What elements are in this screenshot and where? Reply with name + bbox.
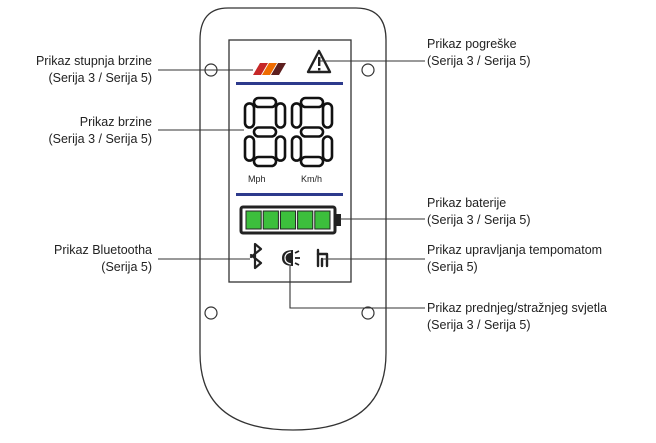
digit-segment xyxy=(274,135,287,162)
callout-light: Prikaz prednjeg/stražnjeg svjetla (Serij… xyxy=(427,300,607,334)
divider-bottom xyxy=(236,193,343,196)
callout-light-series: (Serija 3 / Serija 5) xyxy=(427,318,531,332)
digit-segment xyxy=(243,135,256,162)
callout-bluetooth-series: (Serija 5) xyxy=(101,260,152,274)
callout-bluetooth-title: Prikaz Bluetootha xyxy=(54,243,152,257)
battery-segment xyxy=(279,210,297,230)
digit-segment xyxy=(252,126,278,138)
callout-battery-title: Prikaz baterije xyxy=(427,196,507,210)
callout-error-title: Prikaz pogreške xyxy=(427,37,517,51)
digit-segment xyxy=(243,102,256,129)
headlight-icon xyxy=(282,250,300,266)
callout-cruise: Prikaz upravljanja tempomatom (Serija 5) xyxy=(427,242,602,276)
digit-segment xyxy=(299,96,325,109)
digit-segment xyxy=(321,135,334,162)
digit-segment xyxy=(252,155,278,168)
unit-kmh-label: Km/h xyxy=(301,174,322,184)
digit-segment xyxy=(290,135,303,162)
callout-light-title: Prikaz prednjeg/stražnjeg svjetla xyxy=(427,301,607,315)
digit-segment xyxy=(299,155,325,168)
callout-speed: Prikaz brzine (Serija 3 / Serija 5) xyxy=(48,114,152,148)
callout-bluetooth: Prikaz Bluetootha (Serija 5) xyxy=(54,242,152,276)
callout-cruise-title: Prikaz upravljanja tempomatom xyxy=(427,243,603,257)
speed-digits-7segment xyxy=(243,96,334,168)
callout-battery: Prikaz baterije (Serija 3 / Serija 5) xyxy=(427,195,531,229)
bluetooth-icon xyxy=(249,242,263,270)
callout-error: Prikaz pogreške (Serija 3 / Serija 5) xyxy=(427,36,531,70)
callout-error-series: (Serija 3 / Serija 5) xyxy=(427,54,531,68)
leader-lines xyxy=(158,60,425,309)
speed-level-icon xyxy=(253,63,286,75)
screw-hole-bottom-left xyxy=(204,306,218,320)
digit-segment xyxy=(290,102,303,129)
callout-speed-series: (Serija 3 / Serija 5) xyxy=(48,132,152,146)
digit-segment xyxy=(299,126,325,138)
digit-segment xyxy=(321,102,334,129)
screw-hole-top-right xyxy=(361,63,375,77)
callout-battery-series: (Serija 3 / Serija 5) xyxy=(427,213,531,227)
digit-segment xyxy=(274,102,287,129)
callout-speed-level: Prikaz stupnja brzine (Serija 3 / Serija… xyxy=(36,53,152,87)
callout-speed-level-title: Prikaz stupnja brzine xyxy=(35,54,152,68)
callout-cruise-series: (Serija 5) xyxy=(427,260,478,274)
callout-speed-level-series: (Serija 3 / Serija 5) xyxy=(48,71,152,85)
battery-segment xyxy=(262,210,279,230)
screw-hole-bottom-right xyxy=(361,306,375,320)
leader-light xyxy=(289,266,425,309)
battery-segment xyxy=(297,210,314,230)
callout-speed-title: Prikaz brzine xyxy=(79,115,152,129)
unit-mph-label: Mph xyxy=(248,174,266,184)
divider-top xyxy=(236,82,343,85)
battery-segment xyxy=(314,210,331,230)
battery-icon xyxy=(239,205,341,235)
digit-segment xyxy=(252,96,278,109)
battery-segment xyxy=(245,210,262,230)
cruise-control-icon xyxy=(316,248,329,268)
